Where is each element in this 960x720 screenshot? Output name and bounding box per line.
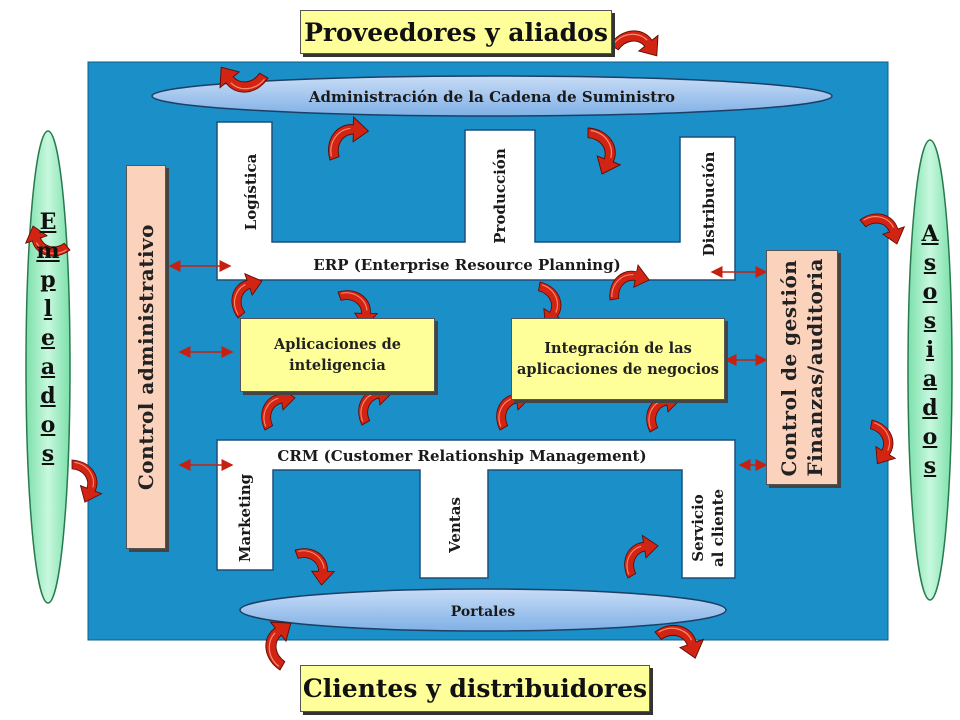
curved-arrow-icon (609, 30, 659, 57)
admin-control-box: Control administrativo (126, 165, 166, 549)
portales-label: Portales (451, 604, 516, 620)
finance-label-2: Control de gestión (777, 259, 801, 477)
intelligence-apps-box: Aplicaciones de inteligencia (240, 318, 435, 392)
employees-letter: d (40, 383, 56, 409)
partners-letter: s (923, 453, 937, 479)
employees-letter: m (36, 238, 60, 264)
erp-frame (216, 121, 736, 281)
supply-chain-label: Administración de la Cadena de Suministr… (308, 88, 675, 106)
employees-label: E m p l e a d o s (30, 208, 66, 469)
module-marketing: Marketing (236, 473, 254, 562)
module-al-cliente: al cliente (709, 489, 727, 567)
employees-letter: l (43, 296, 53, 322)
partners-letter: o (922, 279, 938, 305)
module-servicio: Servicio (689, 494, 707, 562)
finance-label-1: Finanzas/auditoria (803, 258, 827, 477)
finance-box: Finanzas/auditoria Control de gestión (766, 250, 838, 485)
business-integration-box: Integración de las aplicaciones de negoc… (511, 318, 725, 400)
partners-oval (907, 139, 953, 601)
portales-oval (239, 588, 727, 632)
crm-frame (216, 439, 736, 579)
partners-letter: s (923, 308, 937, 334)
employees-letter: e (41, 325, 55, 351)
supply-chain-oval (151, 75, 833, 117)
employees-letter: E (39, 209, 57, 235)
partners-letter: A (921, 221, 939, 247)
top-title: Proveedores y aliados (300, 10, 612, 54)
partners-letter: a (922, 366, 938, 392)
employees-letter: o (40, 412, 56, 438)
crm-label: CRM (Customer Relationship Management) (277, 447, 646, 465)
module-produccion: Producción (491, 148, 509, 244)
employees-letter: a (40, 354, 56, 380)
module-distribucion: Distribución (700, 152, 718, 257)
partners-letter: i (925, 337, 935, 363)
partners-letter: d (922, 395, 938, 421)
module-logistica: Logística (242, 153, 260, 230)
erp-label: ERP (Enterprise Resource Planning) (313, 256, 620, 274)
partners-label: A s o s i a d o s (912, 220, 948, 481)
employees-letter: p (40, 267, 56, 293)
partners-letter: o (922, 424, 938, 450)
module-ventas: Ventas (446, 497, 464, 554)
bottom-title: Clientes y distribuidores (300, 665, 650, 712)
employees-letter: s (41, 441, 55, 467)
partners-letter: s (923, 250, 937, 276)
admin-control-label: Control administrativo (134, 223, 158, 491)
